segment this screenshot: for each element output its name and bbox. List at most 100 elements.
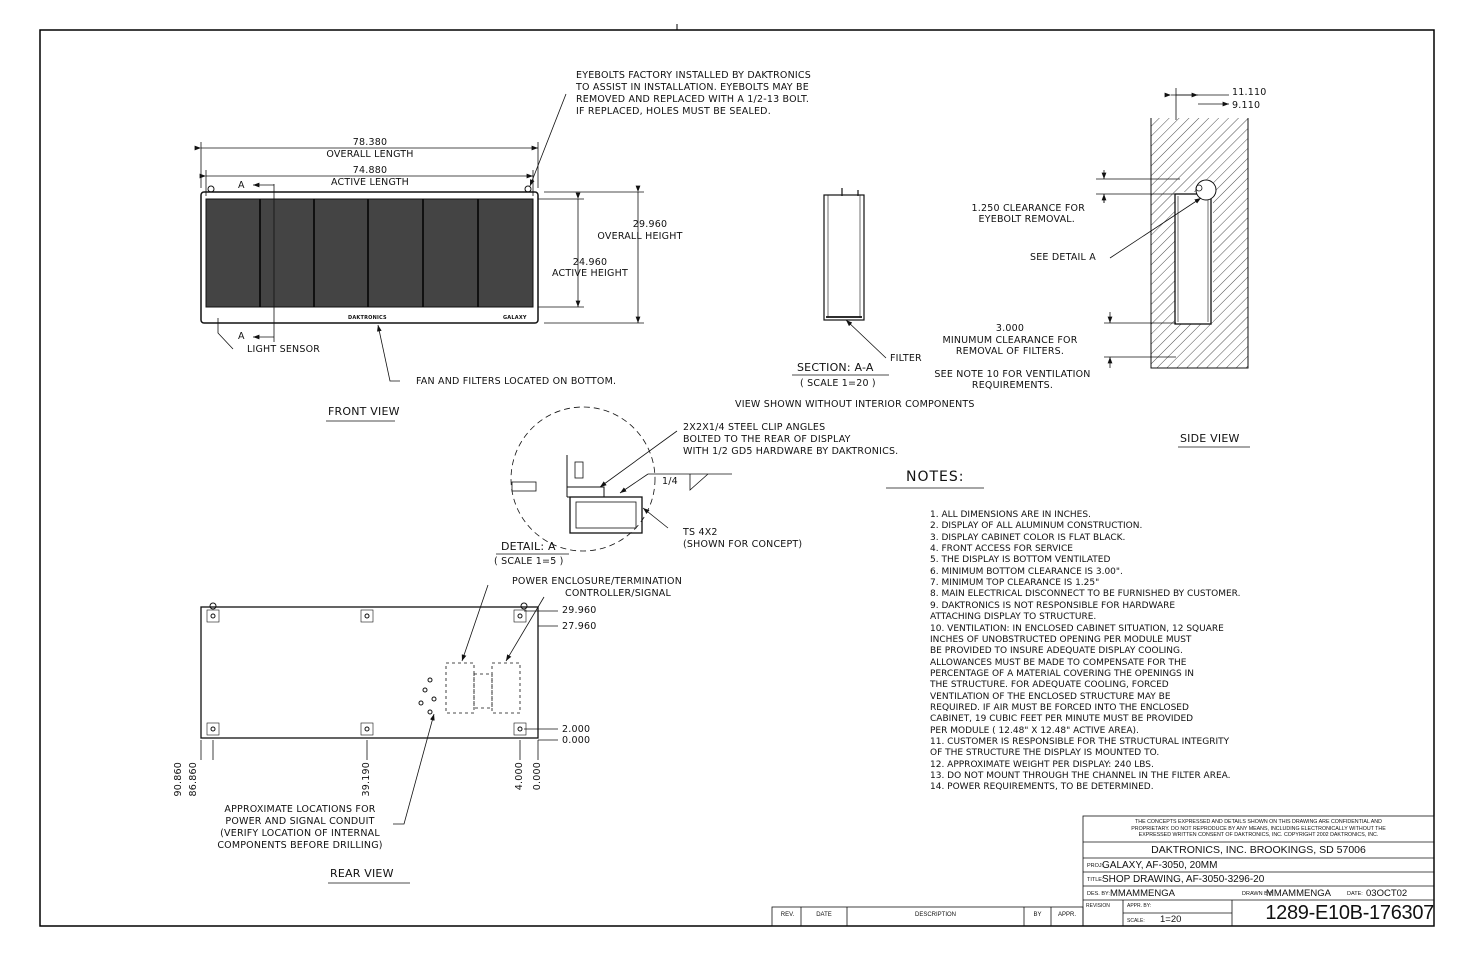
note-line: CABINET, 19 CUBIC FEET PER MINUTE MUST B…	[930, 714, 1194, 725]
note-line: 12. APPROXIMATE WEIGHT PER DISPLAY: 240 …	[930, 759, 1154, 770]
power-enclosure-label: POWER ENCLOSURE/TERMINATION	[512, 576, 683, 587]
rev-header: REV.	[780, 912, 795, 918]
note-line: PER MODULE ( 12.48" X 12.48" ACTIVE AREA…	[930, 725, 1139, 736]
note-line: 14. POWER REQUIREMENTS, TO BE DETERMINED…	[930, 782, 1154, 793]
side-dim-9110: 9.110	[1232, 100, 1261, 111]
rear-dim-0000-right: 0.000	[562, 735, 591, 746]
drawing-title: SHOP DRAWING, AF-3050-3296-20	[1102, 874, 1265, 885]
note-line: 10. VENTILATION: IN ENCLOSED CABINET SIT…	[930, 623, 1224, 634]
rear-view-title: REAR VIEW	[330, 867, 394, 880]
drawing-scale: 1=20	[1160, 914, 1182, 925]
see-detail-a-label: SEE DETAIL A	[1030, 252, 1096, 263]
note-line: 2. DISPLAY OF ALL ALUMINUM CONSTRUCTION.	[930, 521, 1143, 532]
section-aa-view	[792, 188, 889, 376]
note-line: THE STRUCTURE. FOR ADEQUATE COOLING, FOR…	[930, 680, 1169, 691]
eyebolt-note-line-4: IF REPLACED, HOLES MUST BE SEALED.	[576, 106, 771, 117]
overall-height-label: OVERALL HEIGHT	[597, 231, 683, 242]
detail-a-title: DETAIL: A	[501, 540, 556, 553]
note-line: PERCENTAGE OF A MATERIAL COVERING THE OP…	[930, 668, 1195, 679]
active-length-value: 74.880	[352, 165, 388, 176]
galaxy-logo-label: GALAXY	[503, 315, 527, 321]
clip-note-line-1: 2X2X1/4 STEEL CLIP ANGLES	[683, 422, 826, 433]
note-line: BE PROVIDED TO INSURE ADEQUATE DISPLAY C…	[930, 646, 1183, 657]
side-view-drawing	[1096, 88, 1250, 448]
eyebolt-note-line-1: EYEBOLTS FACTORY INSTALLED BY DAKTRONICS	[576, 70, 811, 81]
note-line: REQUIRED. IF AIR MUST BE FORCED INTO THE…	[930, 702, 1189, 713]
appr-header: APPR.	[1057, 912, 1076, 918]
section-marker-top: A	[238, 180, 245, 191]
note-line: 5. THE DISPLAY IS BOTTOM VENTILATED	[930, 555, 1111, 566]
front-view-title: FRONT VIEW	[328, 405, 400, 418]
des-by-label: DES. BY:	[1087, 891, 1110, 897]
note-line: 4. FRONT ACCESS FOR SERVICE	[930, 544, 1073, 555]
side-dim-11110: 11.110	[1232, 87, 1267, 98]
rear-dim-86860: 86.860	[188, 762, 199, 797]
date-label: DATE:	[1347, 891, 1363, 897]
rear-dim-0000-bottom: 0.000	[532, 762, 543, 791]
fan-filters-note: FAN AND FILTERS LOCATED ON BOTTOM.	[416, 376, 617, 387]
light-sensor-label: LIGHT SENSOR	[247, 344, 321, 355]
front-view-cabinet	[194, 93, 644, 382]
active-height-value: 24.960	[572, 257, 608, 268]
ventilation-ref-line-1: SEE NOTE 10 FOR VENTILATION	[934, 369, 1091, 380]
company-name: DAKTRONICS, INC. BROOKINGS, SD 57006	[1151, 844, 1366, 856]
note-line: 6. MINIMUM BOTTOM CLEARANCE IS 3.00".	[930, 566, 1123, 577]
conduit-note-line-3: (VERIFY LOCATION OF INTERNAL	[220, 828, 380, 839]
eyebolt-clearance-line-2: EYEBOLT REMOVAL.	[978, 214, 1075, 225]
clip-note-line-3: WITH 1/2 GD5 HARDWARE BY DAKTRONICS.	[683, 446, 899, 457]
eyebolt-note-line-2: TO ASSIST IN INSTALLATION. EYEBOLTS MAY …	[576, 82, 809, 93]
section-aa-title: SECTION: A-A	[797, 361, 874, 374]
rear-dim-4000: 4.000	[514, 762, 525, 791]
rear-dim-90860: 90.860	[173, 762, 184, 797]
note-line: VENTILATION OF THE ENCLOSED STRUCTURE MA…	[930, 691, 1171, 702]
description-header: DESCRIPTION	[914, 912, 956, 918]
proj-label: PROJ:	[1087, 863, 1104, 869]
revision-label: REVISION	[1086, 903, 1110, 909]
overall-length-label: OVERALL LENGTH	[326, 149, 414, 160]
date-header: DATE	[816, 912, 832, 918]
eyebolt-clearance-line-1: 1.250 CLEARANCE FOR	[971, 203, 1085, 214]
bottom-clearance-line-2: MINUMUM CLEARANCE FOR	[942, 335, 1078, 346]
scale-label: SCALE:	[1127, 918, 1145, 924]
note-line: INCHES OF UNOBSTRUCTED OPENING PER MODUL…	[930, 634, 1192, 645]
by-header: BY	[1033, 912, 1042, 918]
section-interior-note: VIEW SHOWN WITHOUT INTERIOR COMPONENTS	[735, 399, 975, 410]
notes-heading: NOTES:	[906, 469, 965, 485]
drawing-date: 03OCT02	[1366, 888, 1408, 899]
drawn-by-label: DRAWN BY:	[1242, 891, 1273, 897]
note-line: 9. DAKTRONICS IS NOT RESPONSIBLE FOR HAR…	[930, 600, 1176, 611]
eyebolt-note-line-3: REMOVED AND REPLACED WITH A 1/2-13 BOLT.	[576, 94, 810, 105]
designed-by: MMAMMENGA	[1110, 888, 1175, 899]
note-line: ALLOWANCES MUST BE MADE TO COMPENSATE FO…	[930, 657, 1187, 668]
active-length-label: ACTIVE LENGTH	[330, 177, 410, 188]
controller-signal-label: CONTROLLER/SIGNAL	[565, 588, 671, 599]
filter-label: FILTER	[890, 353, 922, 364]
note-line: ATTACHING DISPLAY TO STRUCTURE.	[930, 612, 1097, 623]
note-line: 3. DISPLAY CABINET COLOR IS FLAT BLACK.	[930, 532, 1126, 543]
tube-note-line-1: TS 4X2	[683, 527, 718, 538]
rear-view-drawing	[200, 420, 558, 884]
conduit-note-line-2: POWER AND SIGNAL CONDUIT	[225, 816, 375, 827]
bottom-clearance-line-3: REMOVAL OF FILTERS.	[955, 346, 1065, 357]
bottom-clearance-value: 3.000	[995, 323, 1025, 334]
overall-height-value: 29.960	[632, 219, 668, 230]
confidential-line-3: EXPRESSED WRITTEN CONSENT OF DAKTRONICS,…	[1138, 832, 1379, 838]
conduit-note-line-4: COMPONENTS BEFORE DRILLING)	[217, 840, 383, 851]
ventilation-ref-line-2: REQUIREMENTS.	[971, 380, 1054, 391]
rear-dim-27960: 27.960	[562, 621, 597, 632]
detail-a-drawing	[496, 406, 732, 555]
note-line: 7. MINIMUM TOP CLEARANCE IS 1.25"	[930, 578, 1100, 589]
detail-a-scale: ( SCALE 1=5 )	[494, 556, 564, 567]
title-block	[1082, 815, 1435, 927]
section-aa-scale: ( SCALE 1=20 )	[800, 378, 876, 389]
note-line: OF THE STRUCTURE THE DISPLAY IS MOUNTED …	[930, 748, 1160, 759]
tube-note-line-2: (SHOWN FOR CONCEPT)	[683, 539, 803, 550]
confidential-notice: THE CONCEPTS EXPRESSED AND DETAILS SHOWN…	[1087, 819, 1430, 839]
confidential-line-2: PROPRIETARY. DO NOT REPRODUCE BY ANY MEA…	[1131, 825, 1386, 832]
confidential-line-1: THE CONCEPTS EXPRESSED AND DETAILS SHOWN…	[1135, 819, 1382, 825]
side-view-title: SIDE VIEW	[1180, 432, 1240, 445]
title-label: TITLE:	[1087, 877, 1104, 883]
sheet-border	[39, 29, 1435, 927]
